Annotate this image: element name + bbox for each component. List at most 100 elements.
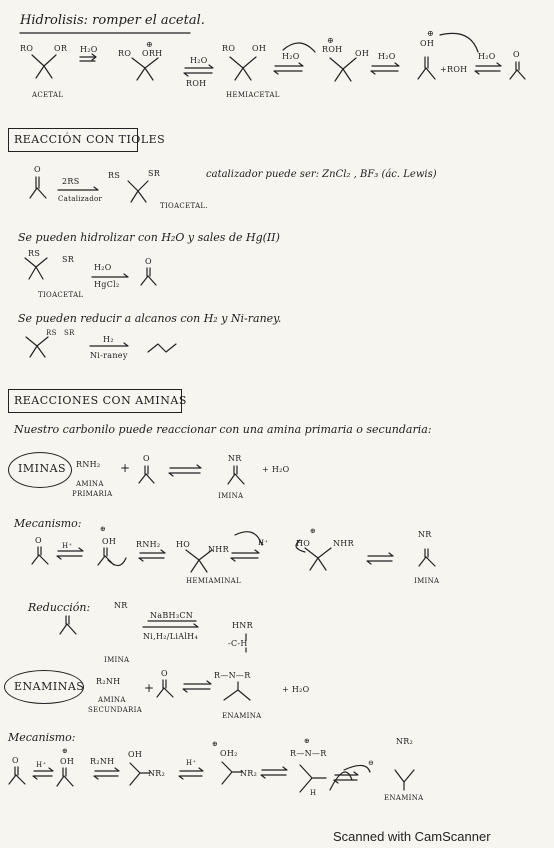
imine-caption-m1: IMINA <box>414 577 440 585</box>
hemiacetal-ro-label: RO <box>222 44 236 53</box>
charge-plus-icon: ⊕ <box>62 747 69 755</box>
primary-caption: PRIMARIA <box>72 490 113 498</box>
water-label-tioles: H₂O <box>94 263 112 272</box>
plus-sign-en: + <box>144 681 155 695</box>
amines-heading: REACCIONES CON AMINAS <box>14 394 187 407</box>
oh-label-m2: OH <box>60 757 75 766</box>
nr-label: NR <box>228 454 242 463</box>
scanner-watermark: Scanned with CamScanner <box>333 829 491 844</box>
enamines-oval <box>4 670 84 704</box>
water-label-2: H₂O <box>190 56 208 65</box>
catalyst-label: Catalizador <box>58 195 103 203</box>
carbonyl-o-label-imine: O <box>143 454 150 463</box>
ni-raney-label: Ni-raney <box>90 351 128 360</box>
reduction-note: Se pueden reducir a alcanos con H₂ y Ni-… <box>18 312 282 325</box>
oh2-label-m2: OH₂ <box>220 749 238 758</box>
hplus-label-m2b: H⁺ <box>186 759 197 767</box>
oxonium-oh-label: OH <box>420 39 435 48</box>
roh-label: ROH <box>322 45 343 54</box>
thioacetal-caption-b: TIOACETAL <box>38 291 84 299</box>
hemiacetal-caption: HEMIACETAL <box>226 91 280 99</box>
nr2-label-m2: NR₂ <box>148 769 166 778</box>
hplus-label: H⁺ <box>62 542 73 550</box>
amine-caption-en: AMINA <box>98 696 126 704</box>
r2nh-label-m2: R₂NH <box>90 757 115 766</box>
oh-label: OH <box>355 49 370 58</box>
charge-minus-icon: ⊖ <box>368 759 375 767</box>
nabh3cn-label: NaBH₃CN <box>150 611 194 620</box>
hplus-label-m2: H⁺ <box>36 761 47 769</box>
thiols-heading: REACCIÓN CON TIOLES <box>14 133 166 146</box>
ketone-o-label: O <box>513 50 520 59</box>
nr-label-red: NR <box>114 601 128 610</box>
imine-caption-red: IMINA <box>104 656 130 664</box>
water-label-3: H₂O <box>282 52 300 61</box>
charge-plus-icon: ⊕ <box>427 29 435 38</box>
amine-caption: AMINA <box>76 480 104 488</box>
charge-plus-icon: ⊕ <box>327 36 335 45</box>
sr-label-b: SR <box>62 255 75 264</box>
carbonyl-o-label-en: O <box>161 669 168 678</box>
enamines-label: ENAMINAS <box>14 680 85 693</box>
rnh2-label: RNH₂ <box>76 460 101 469</box>
water-label-5: H₂O <box>478 52 496 61</box>
sr-label: SR <box>148 169 161 178</box>
hemiaminal-caption: HEMIAMINAL <box>186 577 241 585</box>
nr-label-m1: NR <box>418 530 432 539</box>
plus-roh-label: +ROH <box>440 65 468 74</box>
catalyst-note: catalizador puede ser: ZnCl₂ , BF₃ (ác. … <box>206 169 437 180</box>
roh-below-label: ROH <box>186 79 207 88</box>
charge-plus-icon: ⊕ <box>304 737 311 745</box>
carbonyl-o-label-m1: O <box>35 536 42 545</box>
nr2-label-m2b: NR₂ <box>240 769 258 778</box>
charge-plus-icon: ⊕ <box>212 740 219 748</box>
acetal-ro-label: RO <box>20 44 34 53</box>
rs-label: RS <box>108 171 121 180</box>
oh-label-m2b: OH <box>128 750 143 759</box>
charge-plus-icon: ⊕ <box>310 527 317 535</box>
hemiacetal-oh-label: OH <box>252 44 267 53</box>
charge-plus-icon: ⊕ <box>146 40 154 49</box>
rs-label-b: RS <box>28 249 41 258</box>
h-label-m2: H <box>310 789 317 797</box>
rnh2-label-m1: RNH₂ <box>136 540 161 549</box>
plus-sign: + <box>120 461 131 475</box>
rnr-label-m2: R—N—R <box>290 749 327 758</box>
imines-oval <box>8 452 72 488</box>
water-label-4: H₂O <box>378 52 396 61</box>
ho-label-m1b: HO <box>296 539 311 548</box>
ch-label: -C-H <box>228 639 248 648</box>
enamine-caption: ENAMINA <box>222 712 262 720</box>
rs-label-c: RS <box>46 329 57 337</box>
secondary-caption: SECUNDARIA <box>88 706 143 714</box>
h2-label: H₂ <box>103 335 114 344</box>
hplus-label-2: H⁺ <box>258 539 269 547</box>
acetal-or-label: OR <box>54 44 68 53</box>
rnr-label: R—N—R <box>214 671 251 680</box>
enamine-caption-m2: ENAMINA <box>384 794 424 802</box>
thiols-heading-box <box>8 128 138 152</box>
water-label-1: H₂O <box>80 45 98 54</box>
charge-plus-icon: ⊕ <box>100 525 107 533</box>
imine-caption: IMINA <box>218 492 244 500</box>
thioacetal-caption: TIOACETAL. <box>160 202 208 210</box>
amines-intro: Nuestro carbonilo puede reaccionar con u… <box>14 423 432 436</box>
nhr-label-m1b: NHR <box>333 539 354 548</box>
nhr-label-m1: NHR <box>208 545 229 554</box>
hydrolysis-note: Se pueden hidrolizar con H₂O y sales de … <box>18 231 280 244</box>
carbonyl-o-label: O <box>34 165 41 174</box>
sr-label-c: SR <box>64 329 75 337</box>
oh-label-m1: OH <box>102 537 117 546</box>
mechanism-1-title: Mecanismo: <box>14 517 82 530</box>
r2nh-label: R₂NH <box>96 677 121 686</box>
mechanism-2-title: Mecanismo: <box>8 731 76 744</box>
hgcl2-label: HgCl₂ <box>94 280 120 289</box>
acetal-caption: ACETAL <box>32 91 64 99</box>
imines-label: IMINAS <box>18 462 67 475</box>
orh-label: ORH <box>142 49 163 58</box>
nr2-label-m2c: NR₂ <box>396 737 414 746</box>
reducing-agent-label: Ni,H₂/LiAlH₄ <box>143 632 198 641</box>
carbonyl-o-label-m2: O <box>12 756 19 765</box>
2rs-reagent-label: 2RS <box>62 177 80 186</box>
